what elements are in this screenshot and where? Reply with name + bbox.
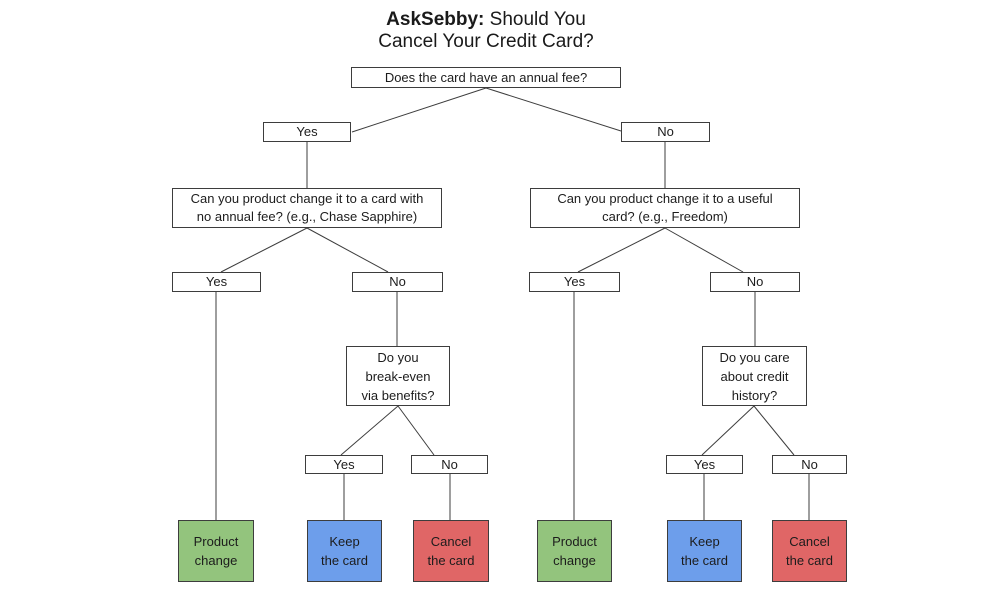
outcome-product-change-right: Product change	[537, 520, 612, 582]
break-even-yes-box: Yes	[305, 455, 383, 474]
diagram-title-line1: AskSebby: Should You	[386, 9, 586, 30]
outcome-text: the card	[681, 553, 728, 568]
no-label: No	[441, 456, 458, 472]
question-text: history?	[731, 387, 778, 403]
yes-label: Yes	[205, 274, 228, 289]
outcome-text: Product	[552, 534, 597, 549]
annual-fee-yes-box: Yes	[263, 122, 351, 142]
outcome-text: Cancel	[430, 534, 472, 549]
annual-fee-no-box: No	[621, 122, 710, 142]
question-credit-history: Do you care about credit history?	[702, 346, 807, 406]
outcome-keep-card-left: Keep the card	[307, 520, 382, 582]
outcome-text: the card	[786, 553, 833, 568]
question-text: Do you care	[719, 349, 790, 365]
pc-useful-no-box: No	[710, 272, 800, 292]
question-text: card? (e.g., Freedom)	[602, 209, 728, 224]
no-label: No	[657, 124, 674, 139]
credit-history-no-box: No	[772, 455, 847, 474]
outcome-text: change	[194, 553, 238, 568]
outcome-cancel-card-left: Cancel the card	[413, 520, 489, 582]
diagram-title: AskSebby: Should You Cancel Your Credit …	[378, 9, 593, 53]
outcome-text: Keep	[689, 534, 720, 549]
question-text: break-even	[365, 368, 431, 384]
question-annual-fee: Does the card have an annual fee?	[351, 67, 621, 88]
question-text: Do you	[377, 349, 419, 365]
outcome-text: change	[553, 553, 596, 568]
yes-label: Yes	[563, 274, 586, 289]
outcome-cancel-card-right: Cancel the card	[772, 520, 847, 582]
outcome-keep-card-right: Keep the card	[667, 520, 742, 582]
outcome-product-change-left: Product change	[178, 520, 254, 582]
question-text: via benefits?	[361, 387, 435, 403]
question-product-change-no-fee: Can you product change it to a card with…	[172, 188, 442, 228]
no-label: No	[389, 274, 406, 289]
question-text: no annual fee? (e.g., Chase Sapphire)	[196, 209, 418, 224]
outcome-text: the card	[321, 553, 368, 568]
pc-no-fee-no-box: No	[352, 272, 443, 292]
break-even-no-box: No	[411, 455, 488, 474]
outcome-text: Product	[193, 534, 239, 549]
yes-label: Yes	[333, 456, 355, 472]
pc-no-fee-yes-box: Yes	[172, 272, 261, 292]
no-label: No	[801, 456, 818, 472]
diagram-title-line2: Cancel Your Credit Card?	[378, 31, 594, 52]
question-text: about credit	[720, 368, 789, 384]
diagram-title-brand: AskSebby:	[386, 9, 485, 30]
no-label: No	[746, 274, 764, 289]
question-text: Does the card have an annual fee?	[384, 69, 588, 85]
outcome-text: the card	[427, 553, 475, 568]
question-text: Can you product change it to a useful	[557, 191, 773, 206]
credit-history-yes-box: Yes	[666, 455, 743, 474]
question-break-even: Do you break-even via benefits?	[346, 346, 450, 406]
outcome-text: Cancel	[789, 534, 830, 549]
yes-label: Yes	[296, 124, 318, 139]
pc-useful-yes-box: Yes	[529, 272, 620, 292]
question-product-change-useful: Can you product change it to a useful ca…	[530, 188, 800, 228]
yes-label: Yes	[693, 456, 716, 472]
question-text: Can you product change it to a card with	[190, 191, 424, 206]
outcome-text: Keep	[329, 534, 360, 549]
